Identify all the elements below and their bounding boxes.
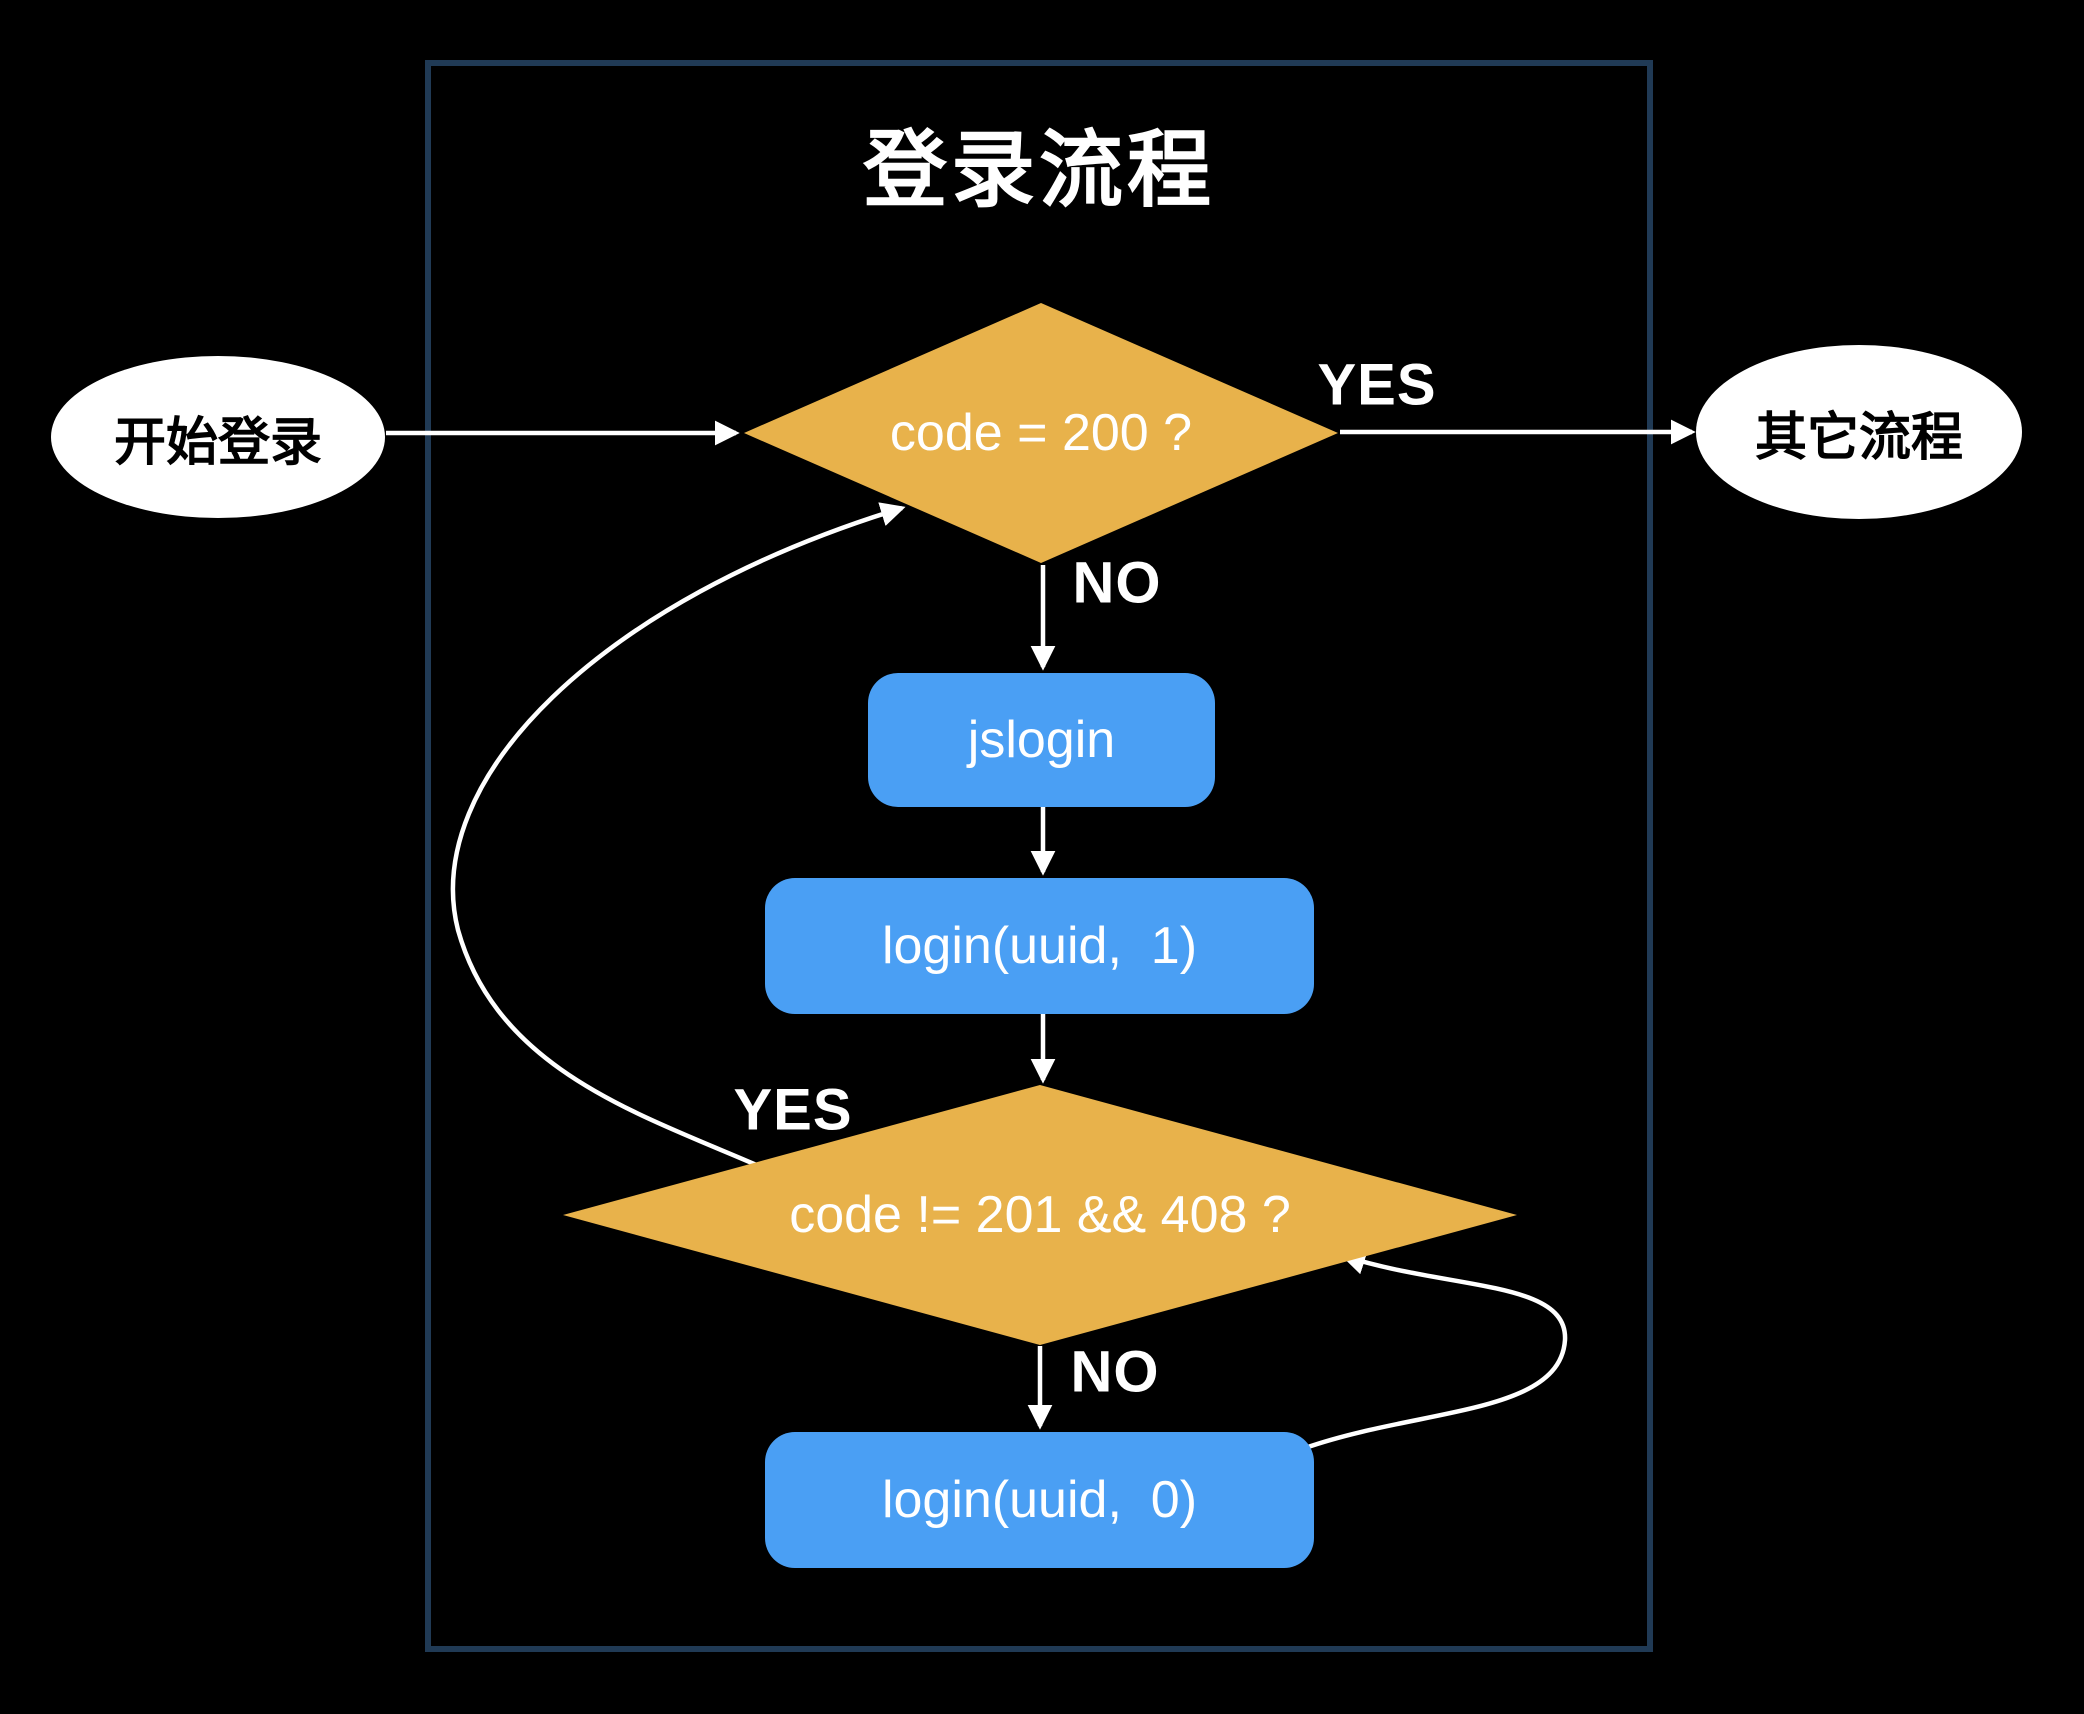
node-start: 开始登录 xyxy=(51,356,385,518)
node-login-uuid-1: login(uuid, 1) xyxy=(765,878,1314,1014)
edge-label-code201-yes: YES xyxy=(733,1077,853,1143)
edge-code201-yes-to-code200 xyxy=(450,502,906,1181)
edge-label-code200-no: NO xyxy=(1072,550,1162,616)
node-jslogin: jslogin xyxy=(868,673,1215,807)
diagram-frame xyxy=(425,60,1653,1652)
node-login-uuid-0-label: login(uuid, 0) xyxy=(881,1471,1198,1529)
node-jslogin-label: jslogin xyxy=(967,711,1116,769)
edge-login0-to-code201 xyxy=(1304,1250,1568,1451)
edge-label-code200-yes: YES xyxy=(1317,352,1437,418)
node-start-label: 开始登录 xyxy=(113,413,322,472)
node-login-uuid-0: login(uuid, 0) xyxy=(765,1432,1314,1568)
node-decision-code-200-label: code = 200 ? xyxy=(889,404,1193,462)
edge-label-code201-no: NO xyxy=(1070,1339,1160,1405)
node-other-flow-label: 其它流程 xyxy=(1754,408,1963,467)
node-other-flow: 其它流程 xyxy=(1696,345,2022,519)
node-decision-code-201-408-label: code != 201 && 408 ? xyxy=(789,1186,1291,1244)
node-login-uuid-1-label: login(uuid, 1) xyxy=(881,917,1198,975)
diagram-title: 登录流程 xyxy=(862,123,1215,217)
